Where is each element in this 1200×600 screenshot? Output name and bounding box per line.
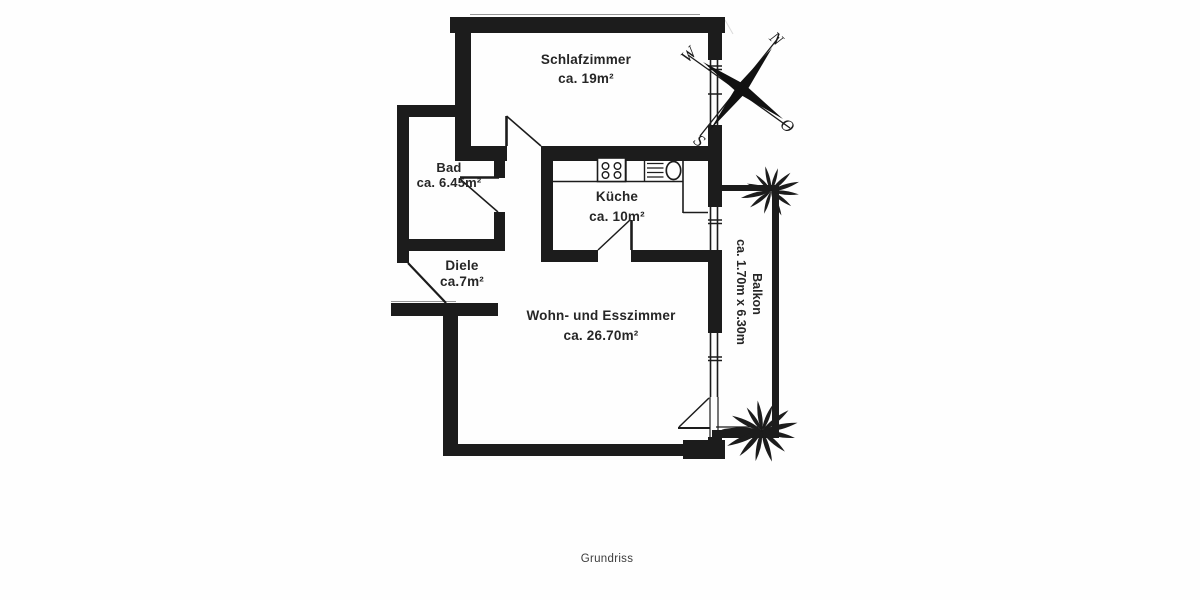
room-name: Wohn- und Esszimmer xyxy=(526,308,676,323)
room-label-schlafzimmer: Schlafzimmer ca. 19m² xyxy=(541,50,631,88)
room-label-balkon: Balkon xyxy=(750,273,764,315)
room-label-diele: Diele ca.7m² xyxy=(440,258,484,289)
walls xyxy=(391,17,725,459)
room-area: ca.7m² xyxy=(440,273,484,289)
kitchen-door xyxy=(597,219,633,251)
balcony-plant-top-icon xyxy=(740,165,800,217)
balcony-railing xyxy=(712,185,779,438)
room-name: Bad xyxy=(436,160,462,175)
kitchen-sink-icon xyxy=(647,160,682,181)
bath-door xyxy=(459,176,499,213)
balcony-plant-bottom-icon xyxy=(721,400,799,463)
room-name: Küche xyxy=(595,189,639,204)
windows xyxy=(708,60,722,437)
compass-rose-icon xyxy=(687,36,791,137)
balkon-dimensions: ca. 1.70m x 6.30m xyxy=(734,239,748,345)
room-area: ca. 19m² xyxy=(558,71,614,86)
room-area: ca. 10m² xyxy=(589,209,645,224)
bedroom-door xyxy=(505,115,542,147)
entry-door xyxy=(407,262,447,304)
room-label-bad: Bad ca. 6.45m² xyxy=(417,160,482,190)
room-name: Diele xyxy=(445,258,479,273)
room-area: ca. 6.45m² xyxy=(416,175,482,190)
door-swings xyxy=(407,115,710,429)
plan-caption: Grundriss xyxy=(580,553,634,565)
balcony-door xyxy=(678,397,710,429)
room-area: ca. 26.70m² xyxy=(563,328,639,343)
stove-burners-icon xyxy=(596,157,627,183)
room-label-kueche: Küche ca. 10m² xyxy=(589,187,645,227)
room-label-wohnzimmer: Wohn- und Esszimmer ca. 26.70m² xyxy=(526,306,675,346)
room-name: Schlafzimmer xyxy=(540,52,632,67)
